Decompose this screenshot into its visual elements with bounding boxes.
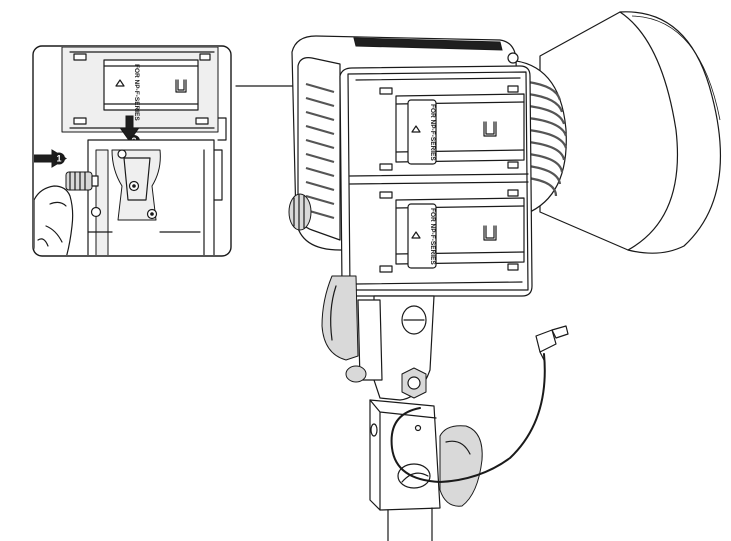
lower-battery-slot: FOR NP-F-SERIES <box>395 197 525 269</box>
upper-plate-label: FOR NP-F-SERIES <box>429 104 436 161</box>
yoke-mount <box>321 275 483 541</box>
inset-bracket <box>87 139 223 255</box>
lower-plate-label: FOR NP-F-SERIES <box>429 208 436 265</box>
inset-plate: FOR NP-F-SERIES <box>61 47 227 141</box>
reflector <box>539 11 722 254</box>
hex-nut <box>401 367 427 399</box>
inset-detail: FOR NP-F-SERIES 2 <box>32 45 232 257</box>
battery-plate: FOR NP-F-SERIES FOR NP-F-SERIES <box>339 65 533 297</box>
step-1-number: 1 <box>56 154 61 164</box>
inset-plate-label: FOR NP-F-SERIES <box>133 64 140 121</box>
locking-lever <box>439 425 483 507</box>
step-1-arrow: 1 <box>34 149 67 168</box>
inset-hand <box>34 185 74 255</box>
upper-battery-slot: FOR NP-F-SERIES <box>395 93 525 165</box>
inset-thumb-screw <box>65 171 99 191</box>
power-cable <box>390 325 569 483</box>
